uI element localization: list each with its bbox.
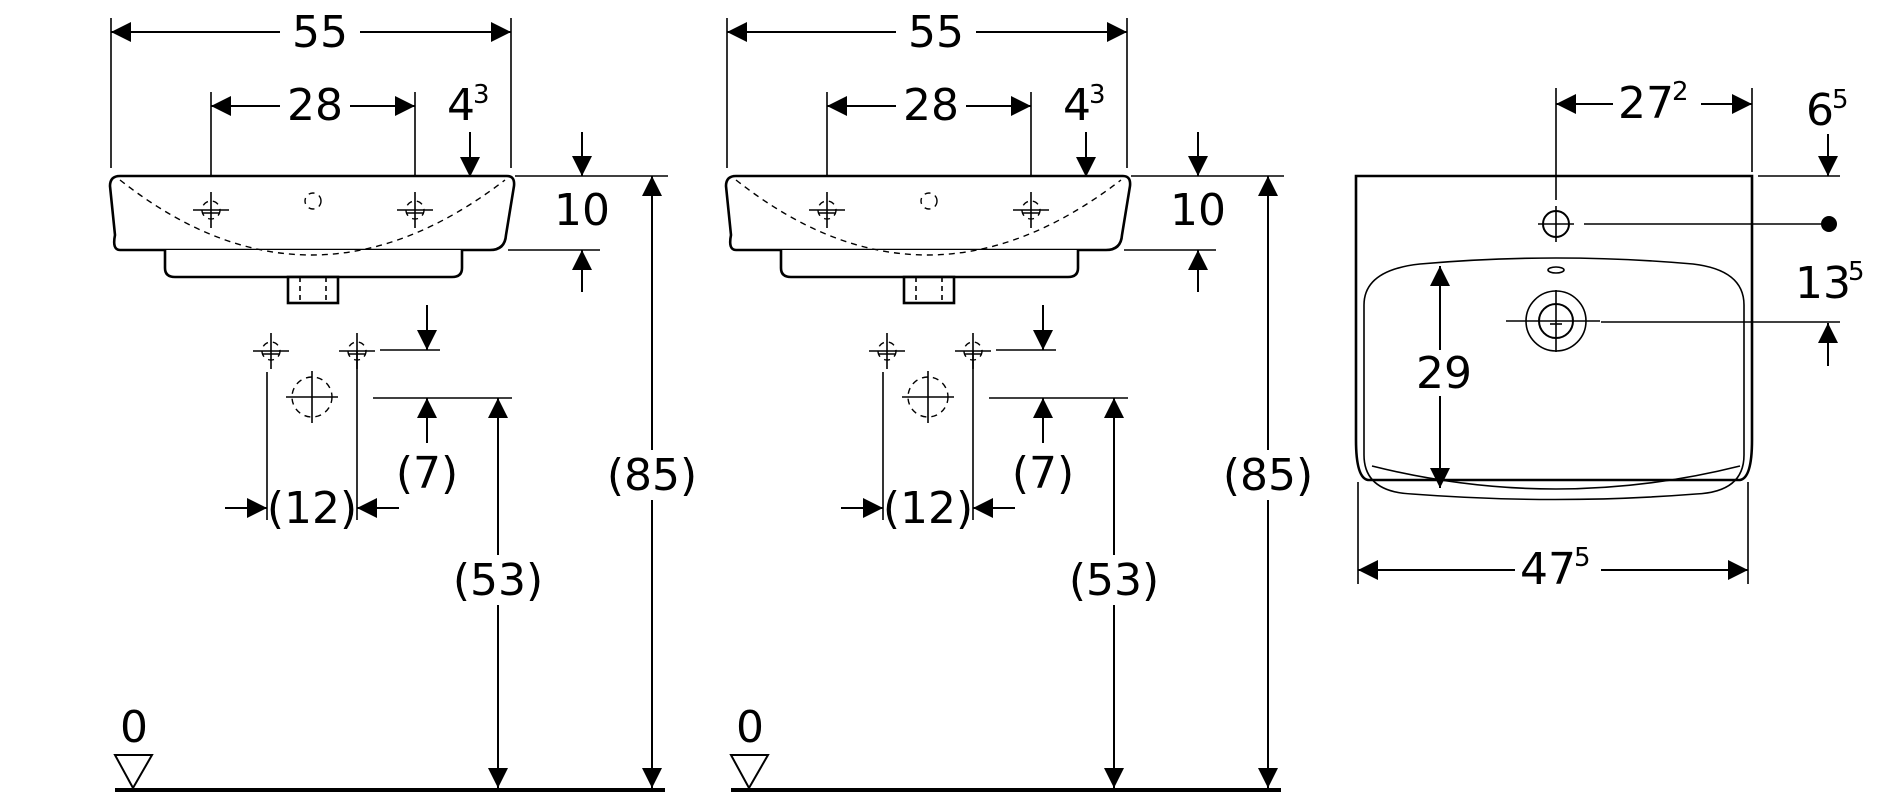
pipe-spacing-label: (12) xyxy=(883,483,973,534)
rim-height-label: 10 xyxy=(554,185,610,236)
tap-edge-label: 6 xyxy=(1806,85,1834,136)
rim-height-label: 10 xyxy=(1170,185,1226,236)
edge-offset-label: 4 xyxy=(447,80,475,131)
width-sup: 5 xyxy=(1574,543,1591,573)
edge-offset-sup: 3 xyxy=(473,80,490,110)
depth-sup: 5 xyxy=(1848,257,1865,287)
tap-distance-sup: 2 xyxy=(1672,77,1689,107)
floor-zero-label: 0 xyxy=(736,702,764,753)
width-total-label: 55 xyxy=(292,7,348,58)
front-view-middle: 55 28 4 3 10 (85) xyxy=(724,7,1313,792)
front-view-left: 55 28 4 3 10 (85) xyxy=(108,7,697,792)
depth-label: 13 xyxy=(1795,258,1851,309)
waste-height-label: (53) xyxy=(1069,555,1159,606)
width-label: 47 xyxy=(1520,544,1576,595)
tap-spacing-label: 28 xyxy=(903,80,959,131)
tap-edge-sup: 5 xyxy=(1832,85,1849,115)
width-total-label: 55 xyxy=(908,7,964,58)
tap-distance-label: 27 xyxy=(1618,78,1674,129)
pipe-spacing-label: (12) xyxy=(267,483,357,534)
total-height-label: (85) xyxy=(1223,450,1313,501)
top-view: 27 2 6 5 13 5 29 47 5 xyxy=(1354,77,1865,595)
pipe-height-label: (7) xyxy=(1012,448,1074,499)
waste-height-label: (53) xyxy=(453,555,543,606)
edge-offset-label: 4 xyxy=(1063,80,1091,131)
edge-offset-sup: 3 xyxy=(1089,80,1106,110)
bowl-depth-label: 29 xyxy=(1416,348,1472,399)
total-height-label: (85) xyxy=(607,450,697,501)
floor-zero-label: 0 xyxy=(120,702,148,753)
pipe-height-label: (7) xyxy=(396,448,458,499)
tap-spacing-label: 28 xyxy=(287,80,343,131)
